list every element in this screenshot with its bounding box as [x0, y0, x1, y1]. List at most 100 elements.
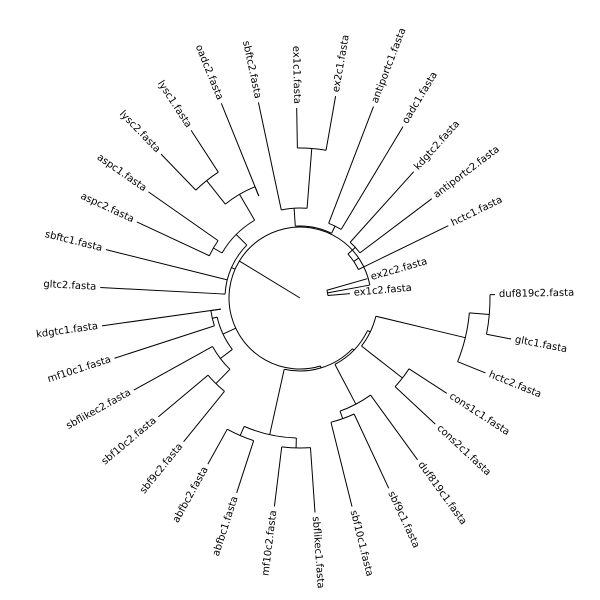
tree-branch	[254, 186, 260, 197]
leaf-label-sbf9c2: sbf9c2.fasta	[138, 441, 185, 496]
tree-branch	[325, 96, 337, 151]
tree-branch	[353, 413, 390, 489]
tree-branch	[239, 260, 301, 299]
leaf-label-mf10c2: mf10c2.fasta	[260, 510, 279, 577]
tree-branch	[231, 267, 236, 270]
tree-branch	[353, 257, 359, 262]
tree-arc	[224, 244, 248, 295]
tree-branch	[273, 446, 283, 507]
tree-branch	[220, 103, 260, 197]
leaf-label-sbf10c1: sbf10c1.fasta	[348, 509, 375, 577]
tree-branch	[331, 225, 336, 234]
tree-branch	[136, 221, 210, 257]
leaf-label-ex1c2: ex1c2.fasta	[353, 283, 412, 299]
tree-branch	[339, 410, 344, 419]
tree-branch	[235, 234, 248, 246]
tree-arc	[349, 241, 361, 254]
tree-branch	[212, 316, 218, 319]
leaf-label-cons2c1: cons2c1.fasta	[434, 423, 492, 478]
tree-branch	[306, 148, 313, 209]
leaf-label-sbflikec1: sbflikec1.fasta	[310, 516, 326, 589]
leaf-label-lysc2: lysc2.fasta	[117, 109, 162, 155]
tree-branch	[436, 330, 466, 339]
leaf-label-hctc1: hctc1.fasta	[449, 195, 504, 229]
leaf-label-abfbc1: abfbc1.fasta	[211, 495, 241, 558]
leaf-label-lysc1: lysc1.fasta	[155, 79, 194, 130]
leaf-label-ex1c1: ex1c1.fasta	[290, 46, 302, 104]
tree-branch	[358, 266, 364, 270]
tree-branch	[334, 364, 357, 405]
tree-arc	[281, 207, 308, 211]
tree-branch	[330, 422, 353, 507]
leaf-label-sbf10c2: sbf10c2.fasta	[100, 415, 159, 467]
tree-branch	[133, 350, 205, 391]
tree-branch	[362, 225, 449, 268]
tree-branch	[210, 308, 221, 312]
leaf-label-aspc1: aspc1.fasta	[95, 152, 149, 194]
tree-branch	[359, 198, 433, 254]
tree-branches	[100, 96, 512, 513]
tree-branch	[352, 348, 355, 351]
leaf-label-abfbc2: abfbc2.fasta	[171, 465, 211, 525]
leaf-labels: duf819c2.fastagltc1.fastahctc2.fastacons…	[35, 27, 574, 589]
tree-arc	[212, 346, 231, 370]
tree-branch	[340, 126, 404, 230]
tree-branch	[213, 247, 223, 254]
tree-branch	[375, 315, 437, 332]
tree-branch	[222, 327, 236, 335]
leaf-label-antiportc1: antiportc1.fasta	[370, 27, 409, 105]
leaf-label-duf819c1: duf819c1.fasta	[415, 460, 468, 527]
leaf-label-hctc2: hctc2.fasta	[487, 369, 543, 400]
tree-branch	[296, 108, 298, 149]
tree-branch	[370, 394, 418, 461]
tree-branch	[486, 333, 512, 340]
leaf-label-cons1c1: cons1c1.fasta	[447, 391, 511, 438]
tree-arc	[207, 374, 225, 392]
tree-arc	[347, 253, 359, 270]
leaf-label-sbflikec2: sbflikec2.fasta	[65, 387, 133, 432]
tree-branch	[471, 366, 486, 374]
tree-branch	[203, 346, 213, 352]
tree-branch	[105, 249, 225, 280]
tree-branch	[160, 153, 197, 191]
tree-arc	[224, 186, 256, 205]
tree-branch	[361, 345, 403, 379]
tree-branch	[327, 293, 350, 297]
tree-branch	[157, 374, 209, 418]
leaf-label-sbf9c1: sbf9c1.fasta	[385, 490, 421, 550]
tree-branch	[319, 365, 322, 369]
tree-branch	[206, 180, 226, 205]
leaf-label-oadc1: oadc1.fasta	[400, 70, 440, 126]
tree-branch	[101, 308, 221, 327]
tree-branch	[349, 171, 415, 243]
tree-branch	[215, 368, 231, 384]
tree-branch	[457, 361, 472, 368]
tree-branch	[347, 246, 356, 255]
tree-branch	[269, 369, 285, 435]
tree-branch	[257, 102, 282, 211]
tree-branch	[293, 208, 296, 227]
tree-branch	[209, 325, 215, 328]
leaf-label-sbftc1: sbftc1.fasta	[44, 229, 104, 254]
leaf-label-ex2c1: ex2c1.fasta	[331, 34, 352, 93]
tree-branch	[114, 326, 210, 359]
leaf-label-antiportc2: antiportc2.fasta	[432, 144, 502, 201]
tree-arc	[326, 290, 329, 296]
tree-branch	[326, 278, 368, 291]
tree-branch	[183, 390, 225, 443]
tree-branch	[239, 194, 256, 221]
tree-branch	[148, 191, 219, 242]
tree-branch	[394, 386, 436, 425]
tree-arc	[195, 171, 219, 191]
tree-branch	[236, 440, 255, 494]
leaf-label-duf819c2: duf819c2.fasta	[499, 288, 574, 300]
tree-branch	[469, 312, 490, 316]
tree-branch	[220, 349, 233, 359]
leaf-label-kdgtc1: kdgtc1.fasta	[35, 321, 98, 341]
leaf-label-aspc2: aspc2.fasta	[79, 191, 136, 225]
leaf-label-gltc2: gltc2.fasta	[43, 279, 97, 293]
tree-branch	[239, 426, 245, 436]
tree-branch	[367, 330, 371, 333]
tree-arc	[281, 446, 311, 449]
